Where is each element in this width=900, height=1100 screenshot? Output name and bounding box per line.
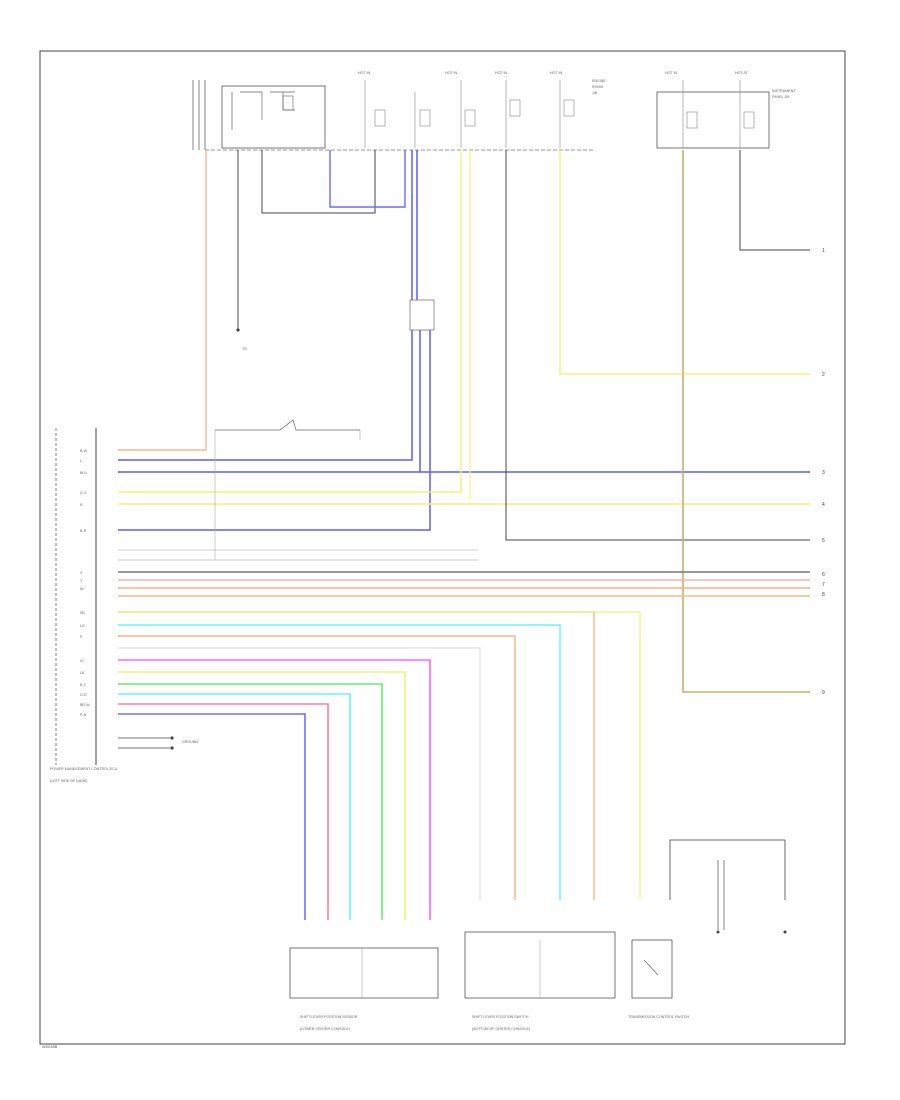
svg-text:P-B: P-B: [80, 713, 87, 717]
wire-black-loop: [261, 150, 376, 214]
terminal-9: 9: [822, 690, 825, 696]
terminal-1: 1: [822, 248, 825, 254]
svg-text:HOT AT: HOT AT: [735, 71, 748, 75]
svg-text:O: O: [80, 659, 83, 663]
wire-black-left: TO: [236, 150, 247, 351]
terminal-2: 2: [822, 372, 825, 378]
svg-text:HOT IN: HOT IN: [665, 71, 678, 75]
fuse-relay-box: HOT IN HOT IN HOT IN HOT IN ENGINE ROOM …: [192, 71, 606, 151]
wire-black-run: [505, 150, 810, 541]
svg-text:B-Y: B-Y: [80, 683, 87, 687]
wire-yellow-run: [118, 150, 810, 505]
wire-blue-loop: [329, 150, 406, 208]
bottom-right-feeds: [669, 839, 787, 934]
shift-lever-position-switch: SHIFT LEVER POSITION SWITCH (BOTTOM OF C…: [464, 931, 616, 1031]
junction-connector: [409, 299, 435, 331]
svg-text:HOT IN: HOT IN: [495, 71, 508, 75]
svg-text:G-Y: G-Y: [80, 491, 87, 495]
svg-text:TO: TO: [242, 347, 247, 351]
wire-bundle-bottom: [118, 611, 641, 920]
svg-text:HOT IN: HOT IN: [358, 71, 371, 75]
transmission-control-switch: TRANSMISSION CONTROL SWITCH: [628, 939, 689, 1019]
svg-text:SB: SB: [80, 611, 85, 615]
wire-black-to-1: [739, 150, 810, 251]
svg-text:ROOM: ROOM: [592, 85, 603, 89]
ecu-sublabel: (LEFT SIDE OF DASH): [50, 779, 87, 783]
terminal-7: 7: [822, 582, 825, 588]
shift-lever-position-sensor: SHIFT LEVER POSITION SENSOR (LOWER CENTE…: [289, 947, 439, 1031]
wire-blue-main: [118, 150, 810, 531]
svg-text:PANEL J/B: PANEL J/B: [772, 95, 790, 99]
ground-label: GROUND: [182, 740, 198, 744]
svg-text:W: W: [80, 587, 84, 591]
footer-code: W0035B: [42, 1044, 58, 1049]
svg-text:B-R: B-R: [80, 529, 87, 533]
door-switch: [214, 419, 361, 560]
svg-text:BLU: BLU: [80, 471, 87, 475]
svg-text:Y: Y: [80, 579, 83, 583]
ground-connector: GROUND: [118, 736, 198, 750]
svg-text:LB: LB: [80, 671, 85, 675]
diagram-frame: [39, 50, 846, 1045]
svg-text:(LOWER CENTER CONSOLE): (LOWER CENTER CONSOLE): [300, 1027, 350, 1031]
svg-text:(BOTTOM OF CENTER CONSOLE): (BOTTOM OF CENTER CONSOLE): [472, 1027, 530, 1031]
right-terminals: 1 2 3 4 5 6 7 8 9: [822, 248, 825, 696]
svg-text:G-R: G-R: [80, 693, 87, 697]
svg-text:SHIFT LEVER POSITION SENSOR: SHIFT LEVER POSITION SENSOR: [300, 1015, 358, 1019]
svg-text:SHIFT LEVER POSITION SWITCH: SHIFT LEVER POSITION SWITCH: [472, 1015, 529, 1019]
wire-orange-vertical: [118, 150, 207, 451]
harness-horizontal: [118, 549, 810, 597]
svg-text:LG: LG: [80, 624, 85, 628]
wire-yellow-to-2: [559, 150, 810, 375]
svg-text:BR-W: BR-W: [80, 703, 90, 707]
top-right-relay-block: HOT IN HOT AT INSTRUMENT PANEL J/B: [656, 71, 796, 149]
svg-text:TRANSMISSION CONTROL SWITCH: TRANSMISSION CONTROL SWITCH: [628, 1015, 689, 1019]
ecu-label: POWER MANAGEMENT CONTROL ECU: [50, 767, 118, 771]
svg-text:R: R: [80, 503, 83, 507]
wire-tan-to-9: [682, 150, 810, 693]
power-management-ecu: POWER MANAGEMENT CONTROL ECU (LEFT SIDE …: [50, 428, 118, 783]
svg-text:HOT IN: HOT IN: [445, 71, 458, 75]
svg-text:L: L: [80, 459, 82, 463]
svg-text:INSTRUMENT: INSTRUMENT: [772, 89, 796, 93]
svg-text:J/B: J/B: [592, 91, 598, 95]
svg-text:P: P: [80, 635, 83, 639]
ecu-pin-labels: B-W L BLU G-Y R B-R V Y W SB LG P O LB B…: [80, 449, 90, 717]
terminal-6: 6: [822, 572, 825, 578]
terminal-8: 8: [822, 592, 825, 598]
terminal-5: 5: [822, 538, 825, 544]
terminal-3: 3: [822, 470, 825, 476]
svg-text:V: V: [80, 571, 83, 575]
svg-text:B-W: B-W: [80, 449, 88, 453]
svg-text:ENGINE: ENGINE: [592, 79, 606, 83]
terminal-4: 4: [822, 502, 825, 508]
svg-text:HOT IN: HOT IN: [550, 71, 563, 75]
